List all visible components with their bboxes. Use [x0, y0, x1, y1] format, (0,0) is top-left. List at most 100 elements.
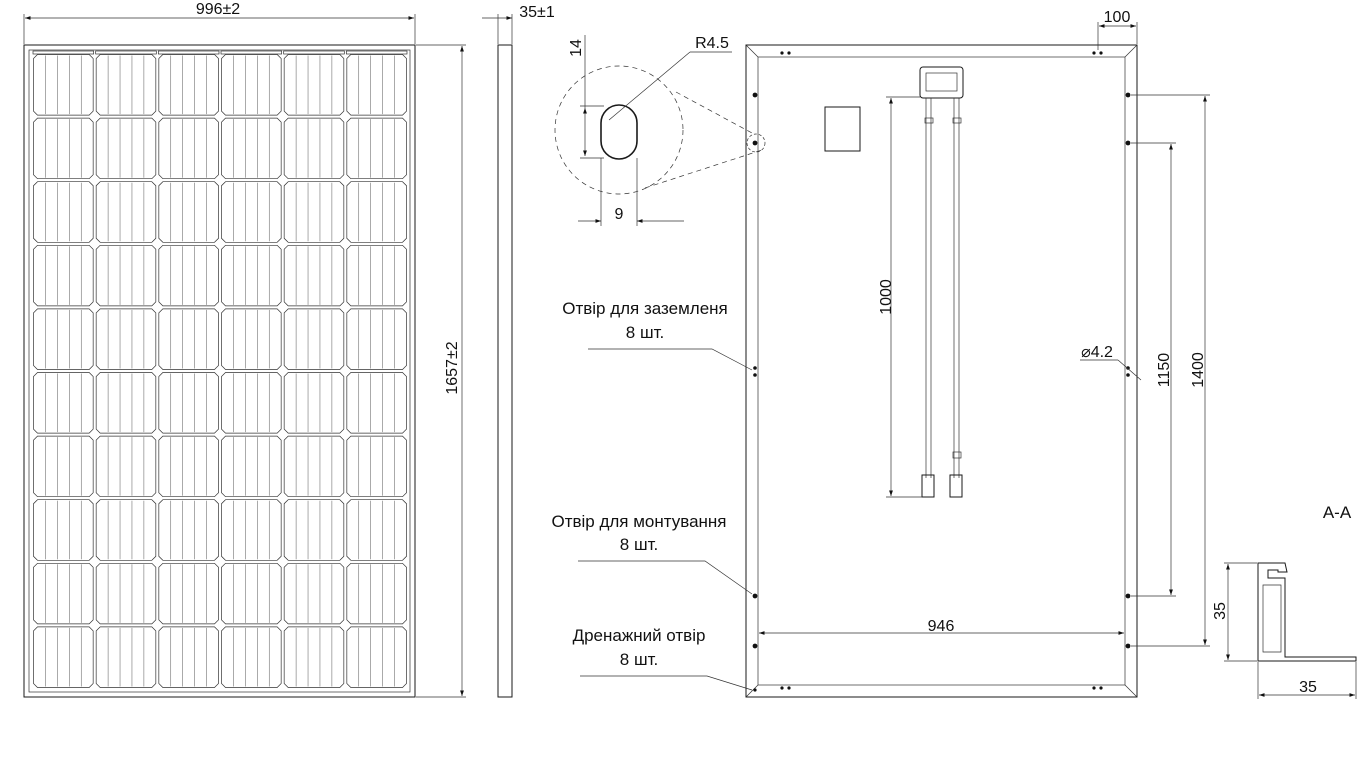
solar-cell: [95, 308, 157, 370]
detail-circle: [554, 65, 684, 195]
solar-cell: [33, 372, 94, 434]
solar-cell: [283, 117, 345, 180]
section-width-label: 35: [1299, 679, 1317, 696]
solar-cell: [221, 308, 282, 370]
solar-cell: [346, 372, 407, 434]
front-frame-inner: [28, 49, 411, 693]
drainage-leader: [580, 675, 753, 691]
slot-width-label: 9: [615, 206, 624, 223]
hole: [780, 51, 784, 55]
connector-left: [921, 474, 935, 498]
rear-frame-inner: [757, 56, 1126, 686]
side-profile: [497, 44, 513, 698]
hole: [753, 688, 757, 692]
solar-cell: [33, 562, 94, 625]
hole: [752, 140, 758, 146]
solar-cell: [346, 435, 407, 498]
solar-cell: [158, 499, 219, 561]
section-profile-inner: [1262, 584, 1282, 653]
corner-br: [1124, 684, 1138, 698]
cable-length-label: 1000: [878, 279, 895, 315]
hole: [787, 686, 791, 690]
solar-cell: [346, 562, 407, 625]
edge-offset-label: 100: [1104, 9, 1131, 26]
slot-detail: 14 9 R4.5: [554, 35, 766, 226]
rear-view: 1000 100: [745, 9, 1210, 698]
solar-cell: [95, 181, 157, 243]
solar-cell: [33, 308, 94, 370]
corner-tl: [745, 44, 759, 58]
string-ribbon: [220, 50, 283, 55]
radius-label: R4.5: [695, 35, 729, 52]
solar-cell: [221, 244, 282, 307]
solar-cell: [346, 244, 407, 307]
hole: [752, 643, 758, 649]
hole-diameter-leader: [1117, 359, 1142, 381]
solar-cell: [95, 562, 157, 625]
solar-cell: [221, 435, 282, 498]
section-a-a: A-A 35 35: [1212, 503, 1357, 699]
solar-cell: [221, 562, 282, 625]
section-profile-outer: [1257, 562, 1357, 662]
callout-drainage: Дренажний отвір 8 шт.: [573, 626, 753, 691]
hole: [1099, 686, 1103, 690]
solar-cell: [221, 626, 282, 688]
hole: [1125, 643, 1131, 649]
hole: [780, 686, 784, 690]
grounding-title: Отвір для заземленя: [562, 299, 728, 318]
junction-box-window: [925, 72, 958, 92]
callout-mounting: Отвір для монтування 8 шт.: [551, 512, 753, 595]
spacing-inner-label: 1150: [1156, 353, 1173, 388]
solar-cell: [33, 244, 94, 307]
solar-cell: [283, 54, 345, 116]
side-view: 35±1: [482, 4, 555, 698]
solar-cell: [283, 626, 345, 688]
inner-width-label: 946: [928, 618, 955, 635]
cable-clip-right: [952, 117, 962, 124]
slot-height-label: 14: [568, 39, 585, 57]
solar-cell: [158, 54, 219, 116]
front-width-dim: 996±2: [196, 1, 240, 18]
hole: [1125, 92, 1131, 98]
solar-cell: [346, 626, 407, 688]
hole: [787, 51, 791, 55]
hole: [1125, 593, 1131, 599]
solar-cell: [33, 181, 94, 243]
solar-cell: [283, 308, 345, 370]
hole-diameter-label: ⌀4.2: [1081, 344, 1113, 361]
solar-cell: [283, 244, 345, 307]
solar-cell: [33, 117, 94, 180]
detail-link-top: [675, 91, 753, 134]
solar-cell: [346, 117, 407, 180]
solar-cell: [158, 181, 219, 243]
string-ribbon: [32, 50, 95, 55]
connector-right: [949, 474, 963, 498]
spacing-outer-label: 1400: [1190, 352, 1207, 388]
hole: [753, 373, 757, 377]
corner-tr: [1124, 44, 1138, 58]
callout-grounding: Отвір для заземленя 8 шт.: [562, 299, 753, 371]
solar-cell: [283, 181, 345, 243]
string-ribbon: [345, 50, 408, 55]
solar-cell: [346, 308, 407, 370]
solar-cell: [158, 435, 219, 498]
mounting-leader: [578, 560, 753, 595]
cell-grid: [32, 50, 408, 688]
solar-cell: [221, 117, 282, 180]
corner-bl: [745, 684, 759, 698]
solar-cell: [221, 54, 282, 116]
side-thickness-dim: 35±1: [519, 4, 555, 21]
string-ribbon: [157, 50, 220, 55]
front-frame-outer: [23, 44, 416, 698]
hole: [1125, 140, 1131, 146]
solar-cell: [95, 626, 157, 688]
solar-cell: [158, 562, 219, 625]
solar-cell: [346, 499, 407, 561]
solar-cell: [346, 54, 407, 116]
cable-clip-right-lower: [952, 451, 962, 459]
solar-cell: [283, 372, 345, 434]
solar-cell: [33, 435, 94, 498]
rear-label-plate: [824, 106, 861, 152]
solar-cell: [33, 626, 94, 688]
